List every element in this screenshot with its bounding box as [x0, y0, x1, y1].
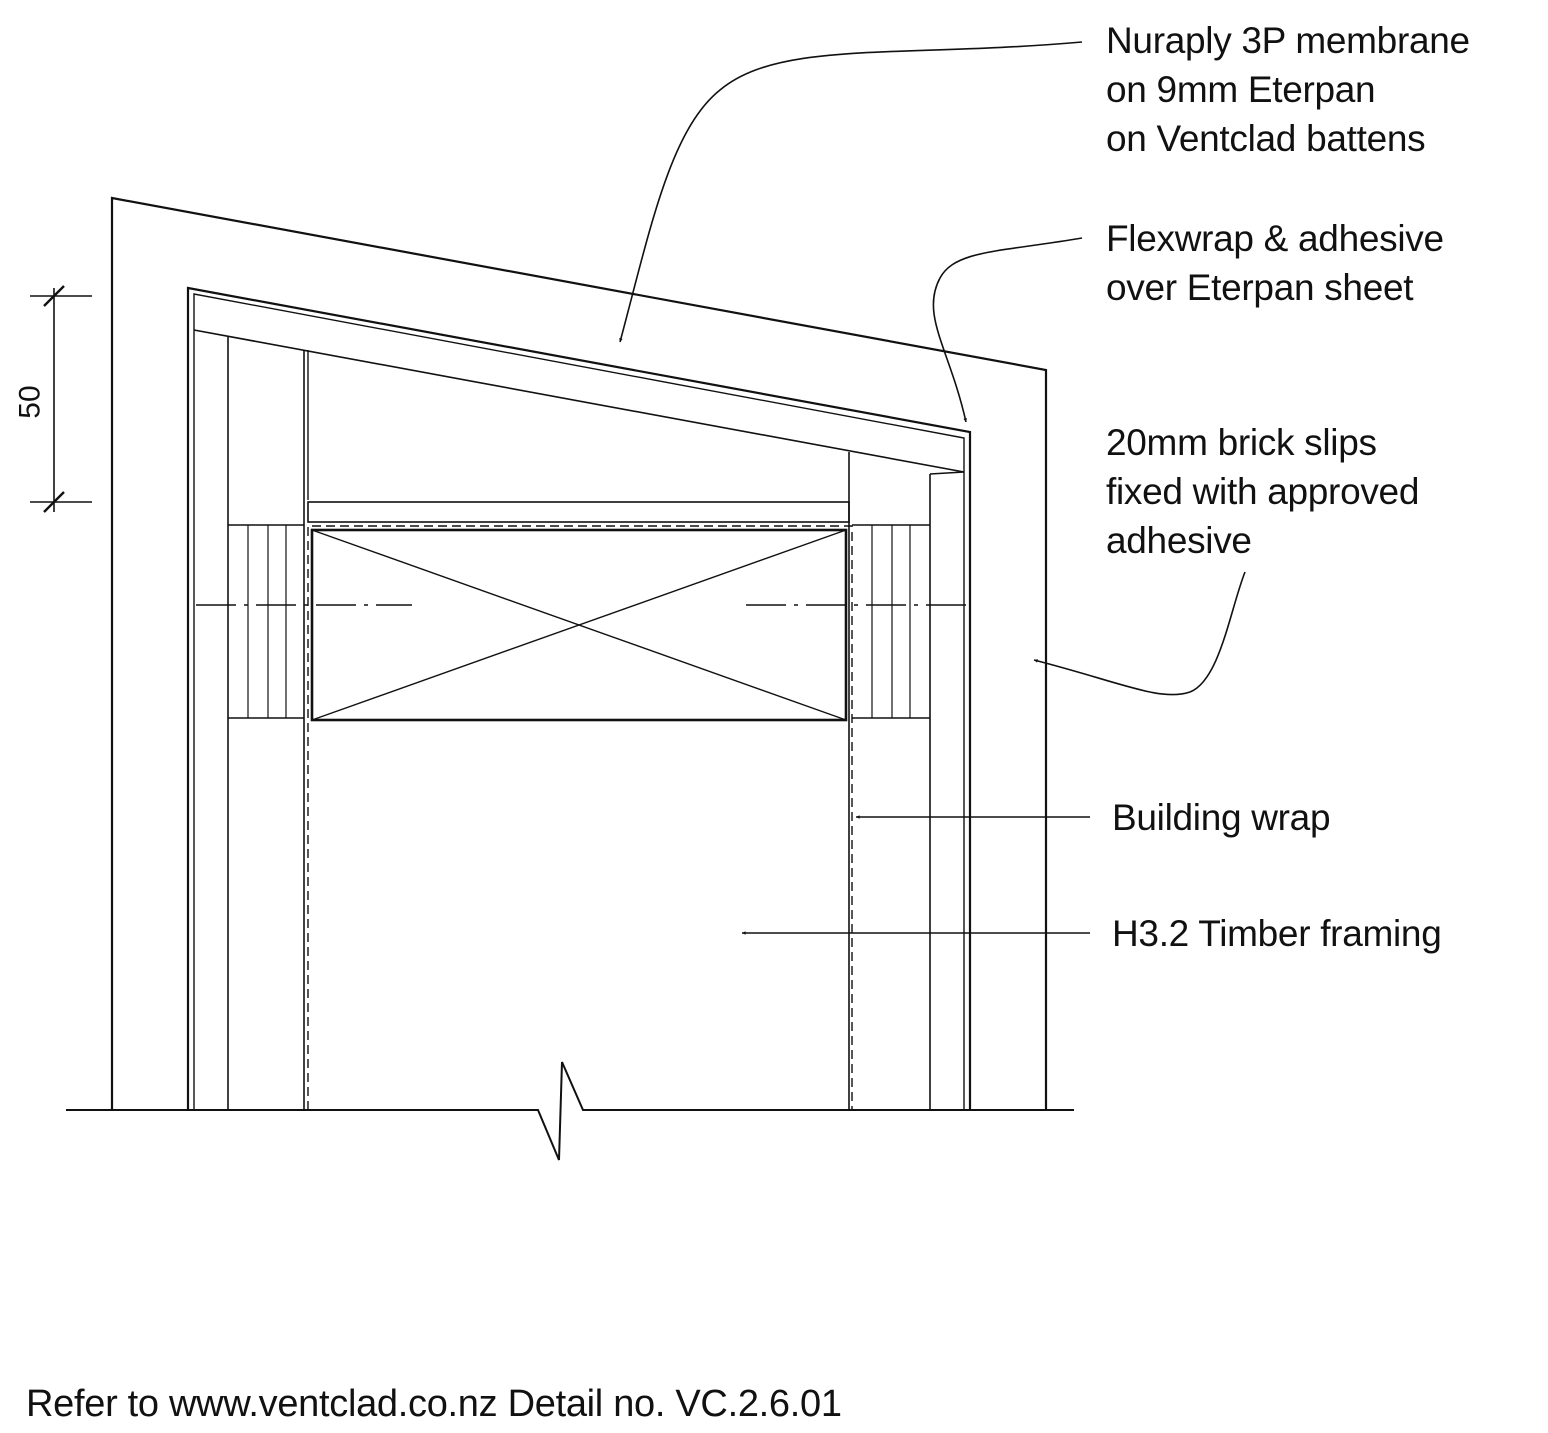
callout-flexwrap-line-1: Flexwrap & adhesive — [1106, 218, 1444, 259]
callout-membrane-line-3: on Ventclad battens — [1106, 118, 1426, 159]
callout-membrane: Nuraply 3P membrane on 9mm Eterpan on Ve… — [1106, 16, 1470, 163]
callout-brick-slips: 20mm brick slips fixed with approved adh… — [1106, 418, 1419, 565]
callout-brick-slips-line-3: adhesive — [1106, 520, 1252, 561]
callout-flexwrap-line-2: over Eterpan sheet — [1106, 267, 1414, 308]
eterpan-outline — [186, 286, 972, 1110]
flexwrap-line — [193, 293, 965, 1110]
top-plate — [307, 501, 850, 523]
leader-brick-slips — [1033, 571, 1246, 696]
callout-timber-framing-text: H3.2 Timber framing — [1112, 913, 1442, 954]
callout-membrane-line-1: Nuraply 3P membrane — [1106, 20, 1470, 61]
dimension-label: 50 — [13, 385, 47, 419]
footer-reference-text: Refer to www.ventclad.co.nz Detail no. V… — [26, 1383, 842, 1425]
callout-timber-framing: H3.2 Timber framing — [1112, 909, 1442, 958]
callout-building-wrap: Building wrap — [1112, 793, 1331, 842]
callout-brick-slips-line-2: fixed with approved — [1106, 471, 1420, 512]
base-break-line — [66, 1061, 1074, 1161]
lintel-block — [310, 528, 848, 722]
batten-underside — [193, 329, 965, 473]
callout-flexwrap: Flexwrap & adhesive over Eterpan sheet — [1106, 214, 1444, 312]
brick-slip-outline — [110, 196, 1048, 1110]
leader-membrane — [619, 41, 1083, 343]
callout-membrane-line-2: on 9mm Eterpan — [1106, 69, 1376, 110]
leader-flexwrap — [932, 237, 1083, 423]
building-wrap-dashed — [307, 525, 853, 1110]
callout-brick-slips-line-1: 20mm brick slips — [1106, 422, 1377, 463]
footer-reference: Refer to www.ventclad.co.nz Detail no. V… — [26, 1380, 842, 1429]
callout-building-wrap-text: Building wrap — [1112, 797, 1331, 838]
